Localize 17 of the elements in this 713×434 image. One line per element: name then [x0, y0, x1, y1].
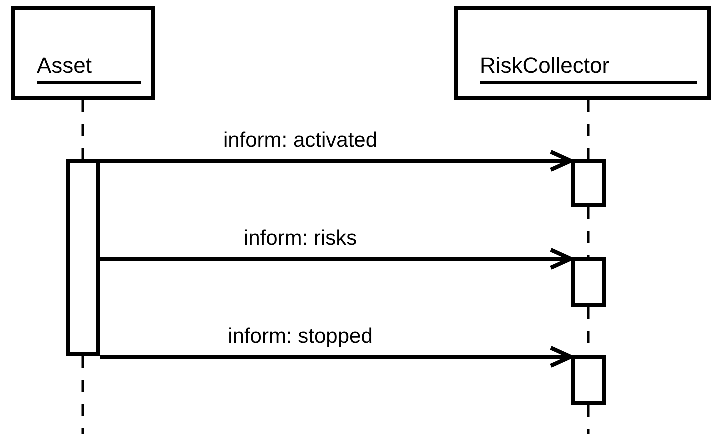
object-name: Asset — [37, 53, 92, 78]
message-arrow — [100, 248, 573, 270]
lifeline — [82, 356, 84, 434]
activation-bar — [571, 159, 606, 207]
object-box — [454, 6, 711, 100]
activation-bar — [571, 257, 606, 307]
lifeline — [587, 100, 590, 159]
message-arrow — [100, 150, 573, 172]
object-box — [11, 6, 155, 100]
object-name: RiskCollector — [480, 53, 610, 78]
message-arrow — [100, 346, 573, 368]
lifeline — [587, 207, 590, 257]
lifeline — [587, 405, 590, 434]
lifeline — [82, 100, 84, 159]
edge-label: inform: stopped — [228, 325, 373, 349]
activation-bar — [66, 159, 100, 356]
activation-bar — [571, 355, 606, 405]
